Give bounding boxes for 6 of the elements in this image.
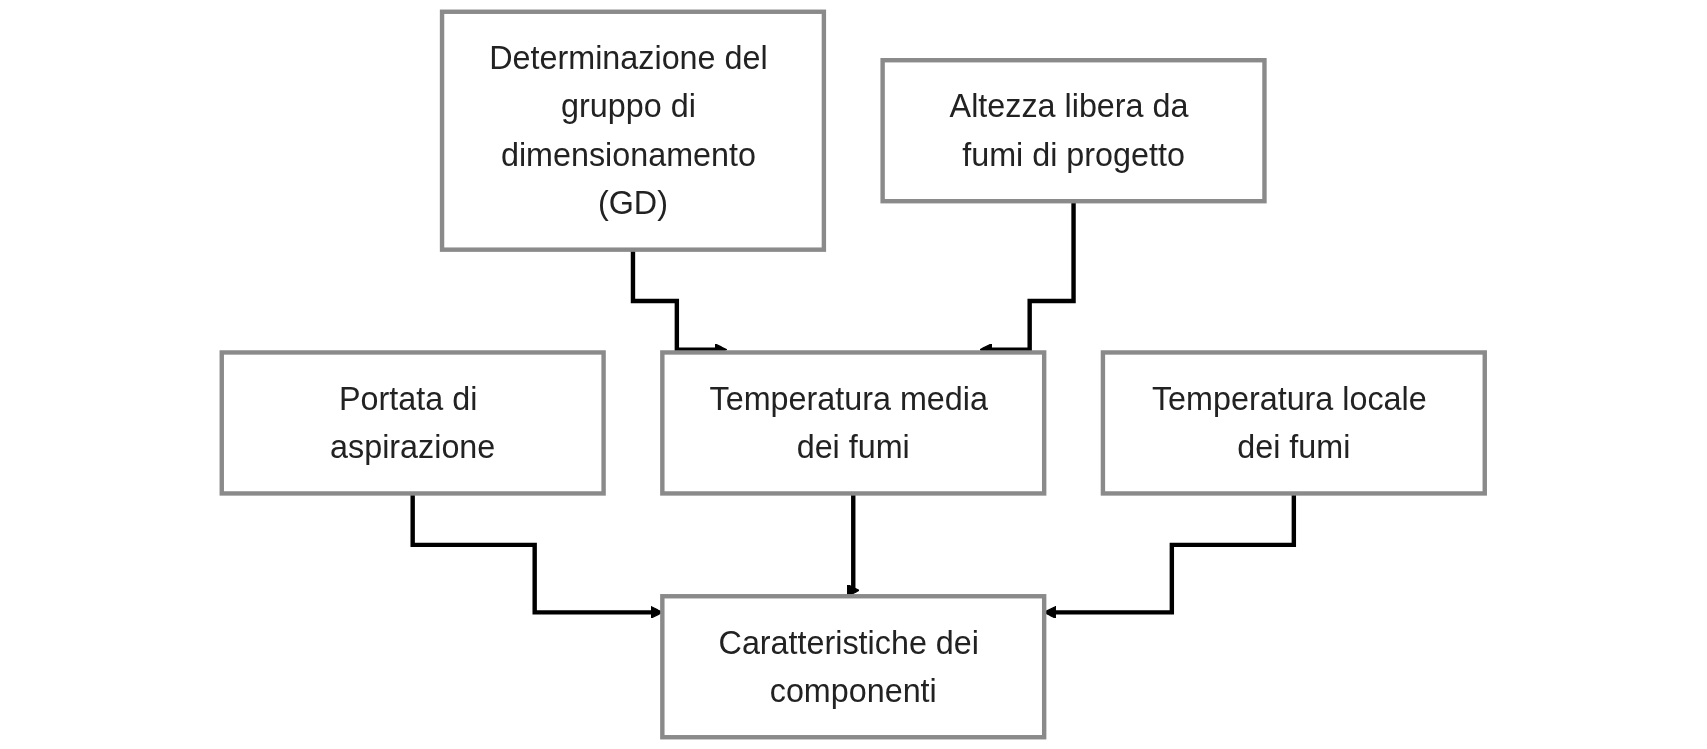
node-box: Caratteristiche dei componenti <box>660 594 1047 740</box>
node-box: Temperatura locale dei fumi <box>1100 350 1488 496</box>
node-box: Altezza libera da fumi di progetto <box>880 58 1267 204</box>
node-box: Portata di aspirazione <box>219 350 607 496</box>
node-box: Determinazione del gruppo di dimensionamento (GD) <box>440 9 827 252</box>
node-box: Temperatura media dei fumi <box>660 350 1047 496</box>
